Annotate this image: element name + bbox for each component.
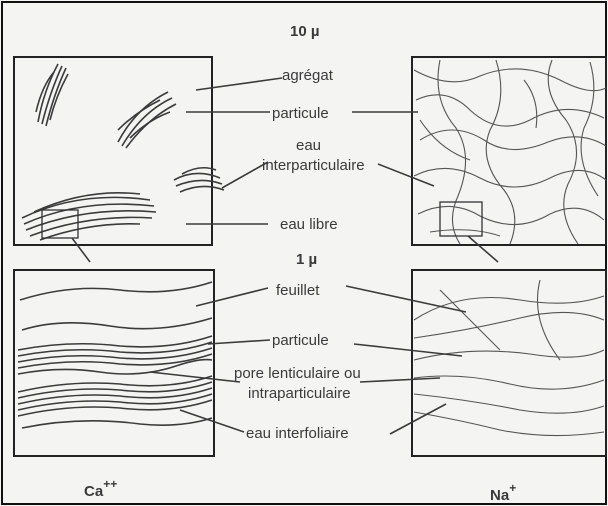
label-sheet: feuillet — [276, 282, 320, 299]
label-pore-1: pore lenticulaire ou — [234, 365, 361, 382]
label-interlayer-water: eau interfoliaire — [246, 425, 349, 442]
cation-right-superscript: + — [509, 481, 516, 495]
scale-label-top: 10 µ — [290, 23, 320, 40]
label-interparticle-water-1: eau — [296, 137, 321, 154]
cation-right-text: Na — [490, 487, 510, 504]
box-bottom-right — [412, 270, 606, 456]
label-particle: particule — [272, 105, 329, 122]
cation-left-superscript: ++ — [103, 477, 117, 491]
cation-left-text: Ca — [84, 483, 104, 500]
label-free-water: eau libre — [280, 216, 338, 233]
cation-label-right: Na+ — [490, 481, 516, 504]
cation-label-left: Ca++ — [84, 477, 117, 500]
aggregate-clusters — [22, 64, 224, 240]
label-pore-2: intraparticulaire — [248, 385, 351, 402]
label-interparticle-water-2: interparticulaire — [262, 157, 365, 174]
stacked-sheets — [18, 282, 212, 428]
label-aggregate: agrégat — [282, 67, 334, 84]
label-particle-2: particule — [272, 332, 329, 349]
scale-label-bottom: 1 µ — [296, 251, 317, 268]
dispersed-network — [414, 60, 606, 244]
dispersed-sheets — [414, 280, 604, 436]
